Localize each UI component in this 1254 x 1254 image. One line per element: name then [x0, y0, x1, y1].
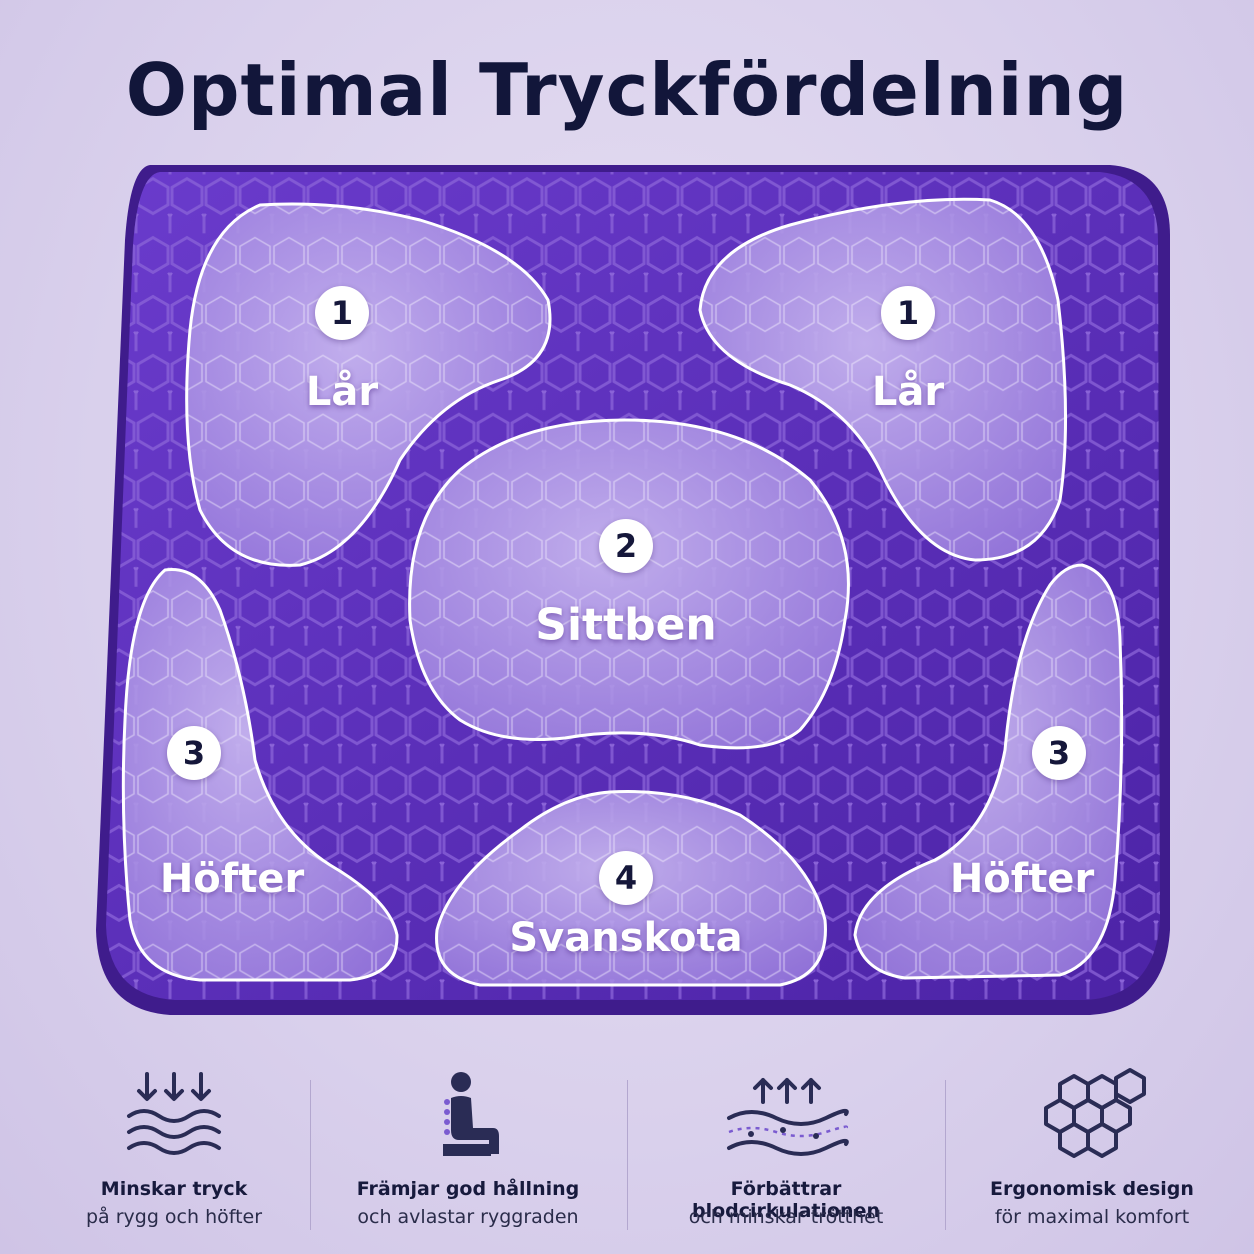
feature-pressure-relief: Minskar tryck på rygg och höfter	[24, 1060, 324, 1250]
feature-subtitle: och minskar trötthet	[688, 1206, 884, 1228]
zone-hip-left	[121, 568, 399, 982]
feature-subtitle: på rygg och höfter	[85, 1206, 263, 1228]
feature-ergonomic: Ergonomisk design för maximal komfort	[942, 1060, 1242, 1250]
zone-number-thigh-left: 1	[315, 286, 369, 340]
zone-label-tailbone: Svanskota	[509, 915, 743, 961]
zone-label-thigh-left: Lår	[305, 369, 379, 415]
zone-number-hip-left: 3	[167, 726, 221, 780]
zone-number-hip-right: 3	[1032, 726, 1086, 780]
posture-icon	[443, 1072, 499, 1156]
zone-hip-right	[853, 563, 1124, 980]
divider	[945, 1080, 946, 1230]
zone-thigh-left	[185, 202, 552, 567]
zone-label-thigh-right: Lår	[871, 369, 945, 415]
feature-subtitle: för maximal komfort	[994, 1206, 1190, 1228]
zone-number-sit-bones: 2	[599, 519, 653, 573]
zone-sit-bones	[408, 418, 850, 750]
feature-title: Minskar tryck	[100, 1178, 248, 1200]
zone-label-hip-right: Höfter	[949, 856, 1095, 902]
gel-cushion	[96, 165, 1170, 1015]
divider	[310, 1080, 311, 1230]
feature-title: Förbättrar blodcirkulationen	[692, 1178, 880, 1222]
pressure-relief-icon	[127, 1072, 221, 1155]
zone-number-tailbone: 4	[599, 851, 653, 905]
feature-title: Främjar god hållning	[356, 1178, 580, 1200]
honeycomb-icon	[1044, 1068, 1146, 1158]
divider	[627, 1080, 628, 1230]
feature-title: Ergonomisk design	[990, 1178, 1194, 1200]
feature-subtitle: och avlastar ryggraden	[357, 1206, 579, 1228]
zone-label-hip-left: Höfter	[159, 856, 305, 902]
page-title: Optimal Tryckfördelning	[125, 48, 1129, 132]
feature-posture: Främjar god hållning och avlastar ryggra…	[318, 1060, 618, 1250]
feature-circulation: Förbättrar blodcirkulationen och minskar…	[636, 1060, 936, 1250]
zone-thigh-right	[698, 197, 1068, 562]
zone-number-thigh-right: 1	[881, 286, 935, 340]
zone-label-sit-bones: Sittben	[535, 599, 717, 651]
circulation-icon	[727, 1078, 849, 1156]
